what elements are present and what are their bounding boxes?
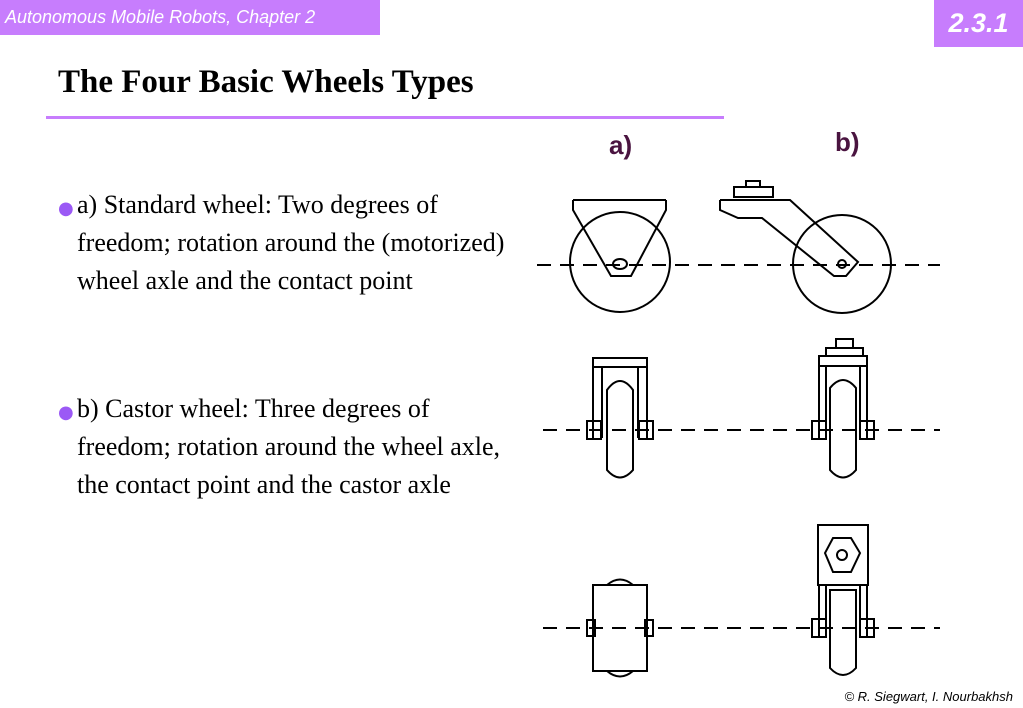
bullet-dot-icon: ●: [58, 198, 74, 219]
bullet-text: a) Standard wheel: Two degrees of freedo…: [77, 190, 505, 295]
slide-title: The Four Basic Wheels Types: [58, 64, 474, 100]
copyright-footer: © R. Siegwart, I. Nourbakhsh: [844, 689, 1013, 704]
figure-label-a: a): [609, 130, 633, 160]
title-underline: [46, 116, 724, 119]
chapter-header: Autonomous Mobile Robots, Chapter 2: [0, 0, 380, 35]
bullet-castor-wheel: ● b) Castor wheel: Three degrees of free…: [58, 390, 518, 504]
figure-label-b: b): [835, 127, 860, 157]
standard-wheel-top-view: [586, 578, 654, 678]
standard-wheel-front-view: [586, 357, 654, 479]
bullet-standard-wheel: ● a) Standard wheel: Two degrees of free…: [58, 186, 518, 300]
section-number: 2.3.1: [934, 0, 1023, 47]
castor-wheel-top-view: [811, 524, 875, 676]
standard-wheel-side-view: [569, 199, 671, 313]
castor-wheel-front-view: [811, 338, 875, 479]
bullet-text: b) Castor wheel: Three degrees of freedo…: [77, 394, 501, 499]
castor-wheel-side-view: [719, 180, 892, 314]
bullet-dot-icon: ●: [58, 402, 74, 423]
